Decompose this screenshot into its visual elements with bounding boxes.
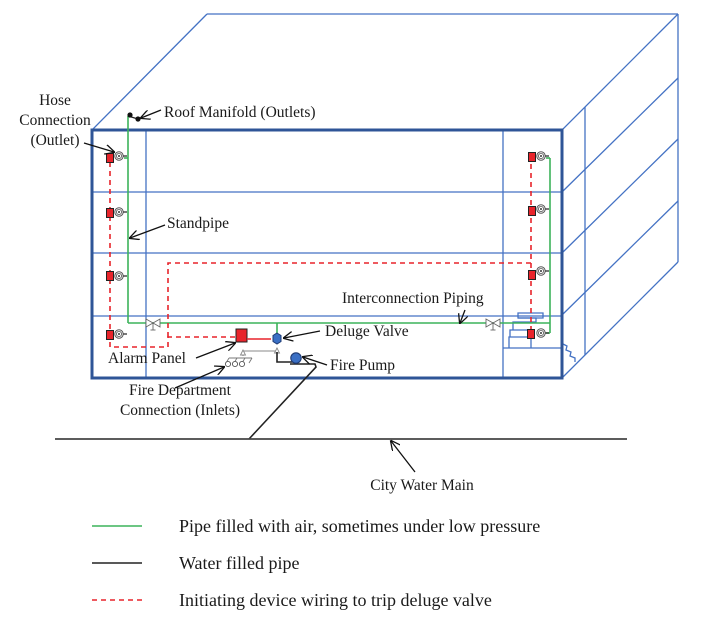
alarm-panel-icon <box>235 328 248 343</box>
pump-discharge-pipe <box>276 352 296 363</box>
initiating-device-icon <box>106 208 114 218</box>
hose-valve-icon <box>114 271 128 281</box>
hose-valve-icon <box>114 207 128 217</box>
fire-pump-arrow <box>303 357 328 366</box>
fdc-arrow <box>174 367 224 389</box>
air-piping <box>124 116 551 334</box>
callout-arrows <box>83 109 465 473</box>
legend-item-air-pipe: Pipe filled with air, sometimes under lo… <box>92 516 540 536</box>
side-floor-line <box>561 200 679 316</box>
city-water-main-arrow <box>391 441 416 473</box>
labels: Hose Connection (Outlet) Roof Manifold (… <box>19 92 484 494</box>
hose-connection-arrow <box>83 142 114 152</box>
legend-label: Water filled pipe <box>179 553 300 573</box>
interconnection-piping-label: Interconnection Piping <box>342 290 484 307</box>
initiating-wiring <box>109 155 532 348</box>
initiating-device-icon <box>527 329 535 339</box>
initiating-device-icon <box>106 271 114 281</box>
side-floor-line <box>561 77 679 193</box>
side-zigzag <box>562 343 576 362</box>
hose-valve-icon <box>536 266 550 276</box>
hose-valve-icon <box>536 151 550 161</box>
initiating-device-icon <box>528 270 536 280</box>
hose-connection-label: (Outlet) <box>30 132 79 149</box>
initiating-device-icon <box>528 206 536 216</box>
deluge-valve-label: Deluge Valve <box>325 323 409 340</box>
initiating-device-icon <box>106 153 114 163</box>
deluge-valve-arrow <box>284 330 321 338</box>
hose-valve-icon <box>114 151 128 161</box>
building-front-face <box>90 128 564 380</box>
fire-pump-icon <box>290 352 302 364</box>
legend-item-wiring: Initiating device wiring to trip deluge … <box>92 590 492 610</box>
roof-manifold-label: Roof Manifold (Outlets) <box>164 104 316 121</box>
fire-department-connection-icon <box>224 357 253 368</box>
deluge-valve-icon <box>272 332 282 345</box>
left-wiring-loop <box>109 162 236 348</box>
legend: Pipe filled with air, sometimes under lo… <box>92 516 540 610</box>
fdc-label: Fire Department <box>129 382 232 399</box>
alarm-panel-arrow <box>195 343 235 359</box>
fdc-label: Connection (Inlets) <box>120 402 240 419</box>
initiating-device-icon <box>106 330 114 340</box>
side-floor-line <box>561 138 679 254</box>
roof-right-edge <box>561 13 679 131</box>
roof-manifold-icon <box>127 112 141 122</box>
roof-left-edge <box>91 13 208 131</box>
fire-pump-label: Fire Pump <box>330 357 395 374</box>
fdc-piping <box>239 346 281 356</box>
legend-label: Initiating device wiring to trip deluge … <box>179 590 492 610</box>
stairs-icon <box>508 312 544 348</box>
city-water-main-label: City Water Main <box>370 477 474 494</box>
legend-label: Pipe filled with air, sometimes under lo… <box>179 516 540 536</box>
wiring-to-right <box>167 262 531 337</box>
hose-connection-label: Hose <box>39 92 71 109</box>
bottom-right-edge <box>561 261 679 379</box>
hose-valve-icon <box>536 328 550 338</box>
hose-connection-label: Connection <box>19 112 91 129</box>
alarm-panel-label: Alarm Panel <box>108 350 186 367</box>
initiating-device-icon <box>528 152 536 162</box>
building-frame <box>90 13 679 380</box>
standpipe-arrow <box>130 224 166 238</box>
gate-valve-icon <box>485 318 501 331</box>
pump-suction-pipe <box>248 363 317 440</box>
interconnection-arrow <box>460 309 465 323</box>
standpipe-label: Standpipe <box>167 215 229 232</box>
hose-valve-icon <box>536 204 550 214</box>
roof-manifold-arrow <box>141 109 162 118</box>
legend-item-water-pipe: Water filled pipe <box>92 553 300 573</box>
gate-valve-icon <box>145 318 161 331</box>
hose-valve-icon <box>114 329 128 339</box>
